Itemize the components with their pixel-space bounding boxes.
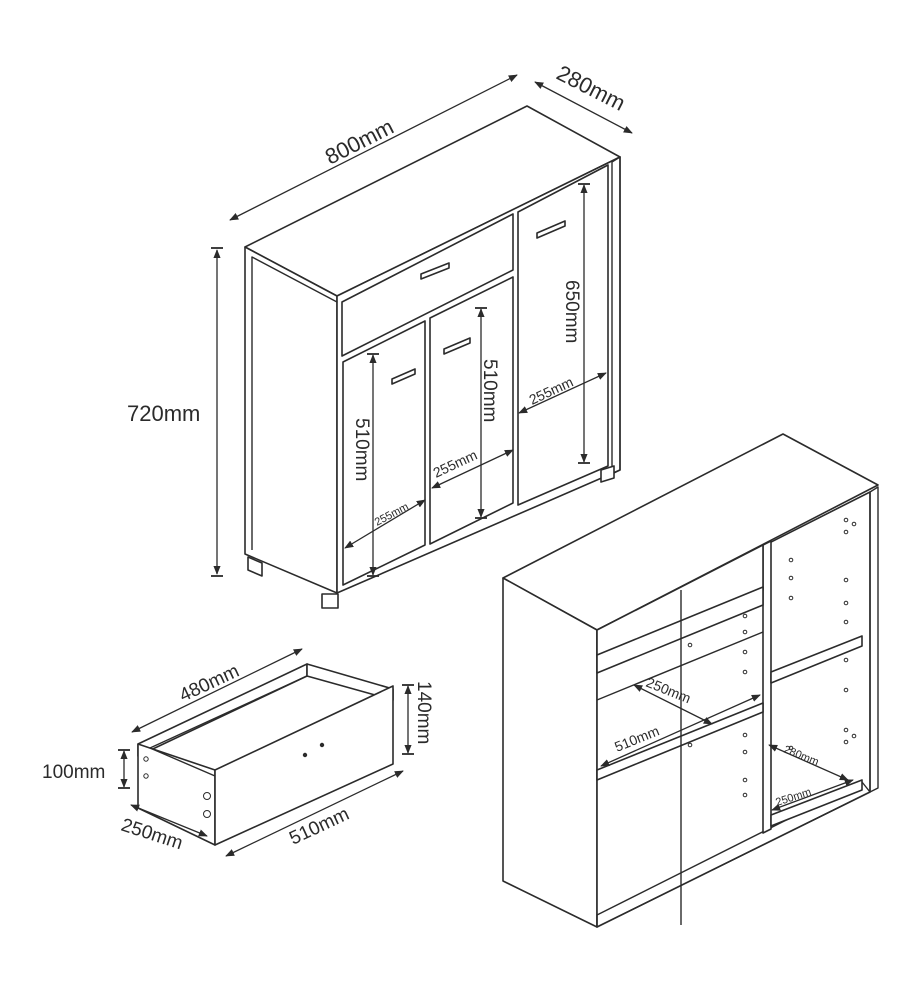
drawer-hole <box>203 810 211 818</box>
middle-door-height-label: 510mm <box>479 359 500 422</box>
shelf-depth-right-line <box>768 744 849 781</box>
cabinet-depth-label: 280mm <box>553 60 630 116</box>
hole <box>843 657 849 663</box>
hole <box>788 557 794 563</box>
hole <box>742 792 748 798</box>
middle-door-handle <box>443 337 471 355</box>
hole <box>843 687 849 693</box>
hole <box>843 739 849 745</box>
hole <box>742 669 748 675</box>
hole <box>687 742 693 748</box>
shelf-width-left-line <box>600 694 761 767</box>
depth-dimension-line <box>534 81 633 134</box>
shelf-groove-left <box>596 631 764 701</box>
cabinet-width-label: 800mm <box>321 114 398 170</box>
drawer-knob-hole <box>319 742 325 748</box>
drawer-inner-width-line <box>131 648 303 733</box>
hole <box>742 649 748 655</box>
cabinet-foot-right <box>600 465 615 483</box>
hole <box>742 732 748 738</box>
hole <box>788 595 794 601</box>
hole <box>742 777 748 783</box>
open-carcass <box>502 433 879 928</box>
cabinet-height-label: 720mm <box>127 401 200 426</box>
center-divider <box>762 540 772 834</box>
hole <box>742 629 748 635</box>
carcass-bottom <box>596 781 871 928</box>
hole <box>843 727 849 733</box>
drawer-depth-line <box>130 804 208 837</box>
drawer-front-height-label: 140mm <box>413 681 434 744</box>
left-door-handle <box>391 368 416 385</box>
shelf-right-upper <box>770 635 863 684</box>
cabinet-foot-front <box>321 593 339 609</box>
cabinet-foot-left <box>247 556 263 577</box>
middle-door-width-line <box>431 449 514 489</box>
hole <box>851 733 857 739</box>
drawer-handle <box>420 262 450 280</box>
hole <box>851 521 857 527</box>
drawer <box>137 663 394 846</box>
hole <box>843 600 849 606</box>
hole <box>843 529 849 535</box>
cabinet-side-inner-edge <box>251 256 338 303</box>
left-door-width-line <box>344 499 426 549</box>
cabinet-left-side <box>244 246 338 594</box>
hole <box>742 613 748 619</box>
drawer-hole <box>143 773 149 779</box>
right-door-height-label: 650mm <box>561 280 582 343</box>
drawer-rail <box>596 586 764 674</box>
closed-cabinet <box>244 105 621 609</box>
hole <box>843 619 849 625</box>
drawer-side-height-label: 100mm <box>42 762 105 783</box>
hole <box>843 517 849 523</box>
drawer-front <box>341 213 514 357</box>
drawer-knob-hole <box>302 752 308 758</box>
drawer-hole <box>143 756 149 762</box>
width-dimension-line <box>229 74 518 221</box>
hole <box>742 749 748 755</box>
right-door-handle <box>536 220 566 239</box>
carcass-left-side <box>502 577 598 928</box>
carcass-right-side <box>869 486 879 793</box>
left-door-height-label: 510mm <box>351 418 372 481</box>
drawer-hole <box>203 792 211 800</box>
drawer-front-width-line <box>225 770 404 857</box>
hole <box>687 642 693 648</box>
cabinet-right-edge <box>611 156 621 475</box>
right-door-width-line <box>518 372 607 414</box>
shelf-width-right-line <box>771 779 854 811</box>
hole <box>788 575 794 581</box>
hole <box>843 577 849 583</box>
